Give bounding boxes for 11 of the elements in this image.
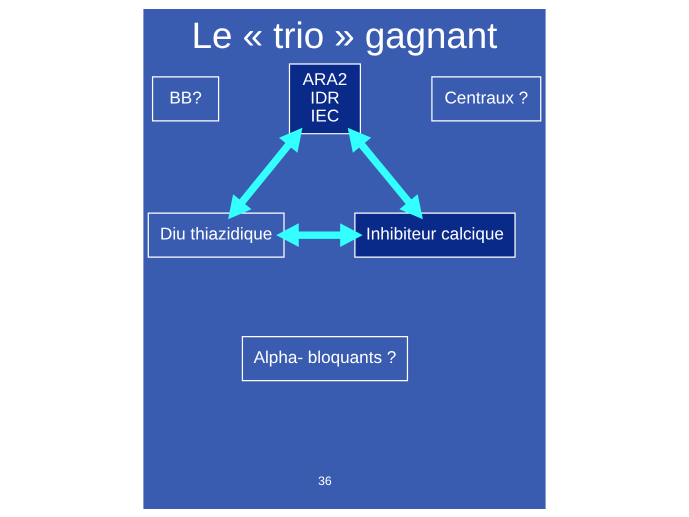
node-box: Diu thiazidique — [148, 212, 285, 258]
node-box: BB? — [152, 76, 220, 121]
node-box: Inhibiteur calcique — [354, 212, 516, 258]
node-box: ARA2 IDR IEC — [288, 62, 361, 134]
arrow — [276, 222, 363, 246]
label: 36 — [318, 474, 332, 488]
diagram-title: Le « trio » gagnant — [192, 14, 498, 56]
arrow — [348, 127, 423, 219]
arrow — [228, 127, 302, 219]
node-box: Centraux ? — [431, 76, 542, 121]
node-box: Alpha- bloquants ? — [242, 336, 408, 381]
